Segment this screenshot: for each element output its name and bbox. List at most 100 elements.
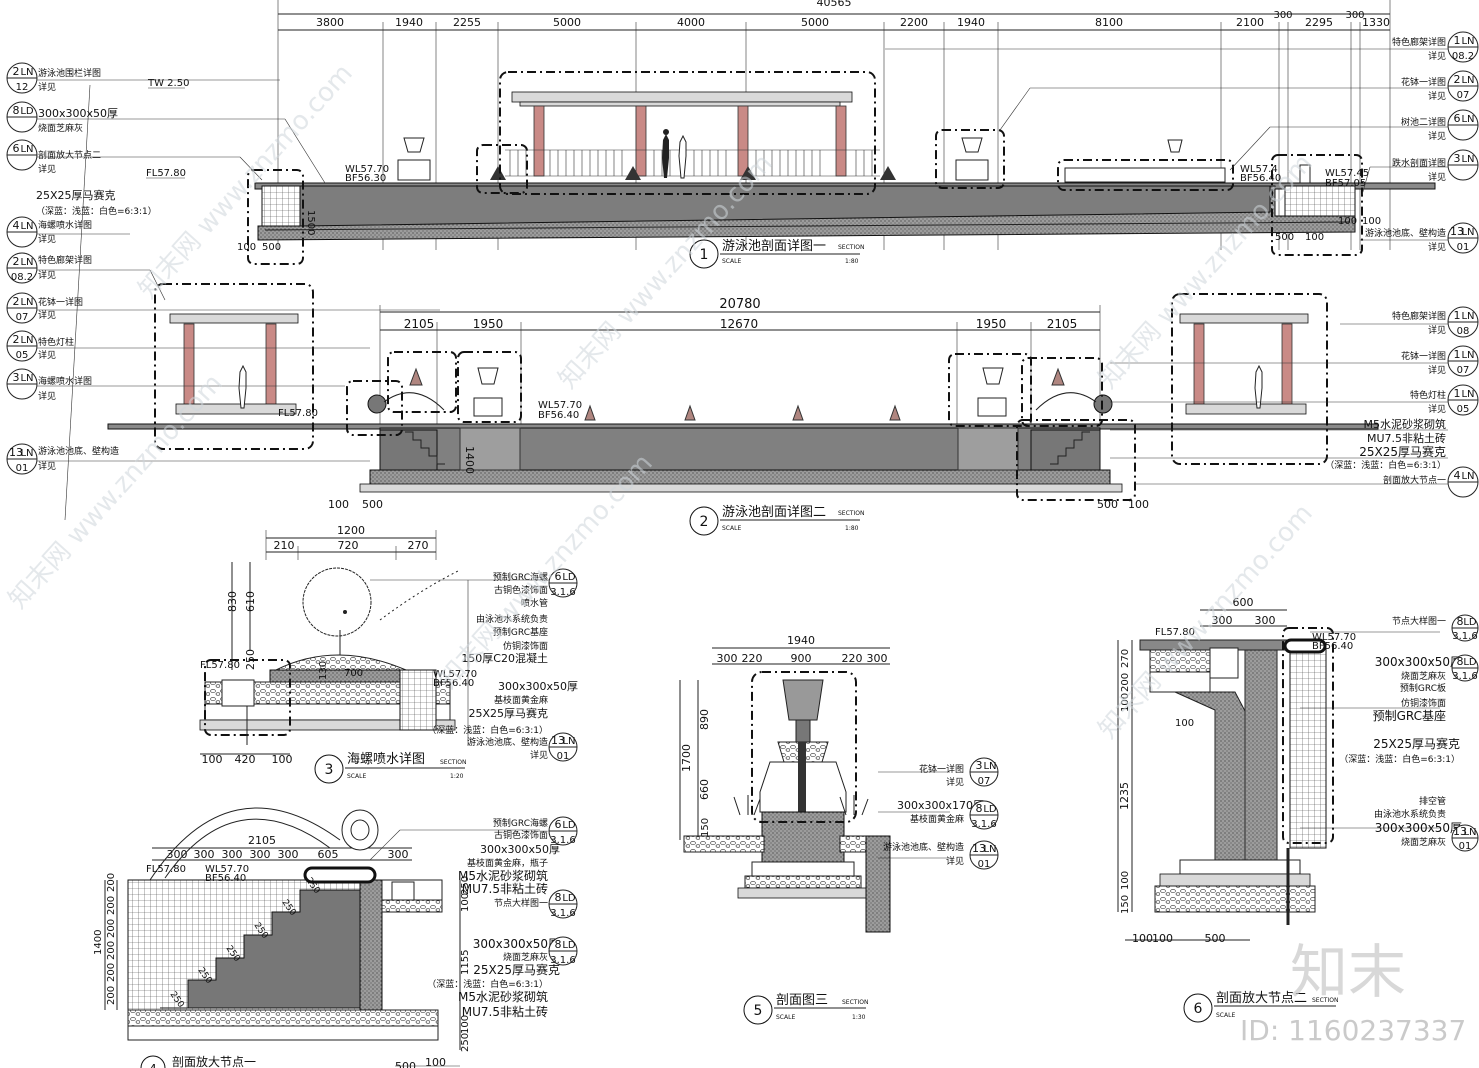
svg-text:烧面芝麻灰: 烧面芝麻灰: [1401, 836, 1446, 848]
top-dim-seg: 4000: [677, 16, 705, 29]
svg-text:特色廊架详图: 特色廊架详图: [1392, 36, 1446, 48]
svg-text:仿铜漆饰面: 仿铜漆饰面: [503, 640, 548, 652]
svg-text:1: 1: [1454, 309, 1461, 322]
section-1-title-text: 游泳池剖面详图一: [722, 239, 826, 254]
left-callouts: 2 LN 12 游泳池围栏详图 详见 8 LD 300x300x50厚 烧面芝麻…: [6, 62, 440, 521]
svg-text:LD: LD: [562, 893, 576, 904]
svg-text:300: 300: [1255, 614, 1276, 627]
top-dim-seg: 300: [1273, 10, 1292, 21]
svg-text:SCALE: SCALE: [722, 258, 741, 265]
watermark-id: ID: 1160237337: [1240, 1014, 1466, 1047]
svg-text:01: 01: [16, 463, 29, 474]
elev-wl-r: WL57.4: [1240, 164, 1278, 175]
watermark-logo: 知末: [1290, 938, 1406, 1006]
svg-text:LN: LN: [1461, 36, 1474, 47]
svg-text:100: 100: [1152, 932, 1173, 945]
svg-text:节点大样图一: 节点大样图一: [494, 897, 548, 909]
svg-text:500: 500: [362, 498, 383, 511]
svg-text:LN: LN: [1461, 154, 1474, 165]
svg-text:100: 100: [460, 1015, 471, 1034]
svg-text:220: 220: [742, 652, 763, 665]
top-dim-seg: 2100: [1236, 16, 1264, 29]
svg-text:详见: 详见: [38, 269, 56, 281]
svg-text:预制GRC基座: 预制GRC基座: [493, 626, 548, 638]
top-dim-seg: 3800: [316, 16, 344, 29]
svg-text:花钵一详图: 花钵一详图: [1401, 350, 1446, 362]
svg-text:详见: 详见: [1428, 90, 1446, 102]
detail-6-title-text: 剖面放大节点二: [1216, 991, 1307, 1006]
svg-text:08.2: 08.2: [1452, 51, 1474, 62]
svg-text:SECTION: SECTION: [1312, 997, 1338, 1004]
svg-text:2: 2: [13, 65, 20, 78]
svg-text:（深蓝：浅蓝：白色=6:3:1）: （深蓝：浅蓝：白色=6:3:1）: [427, 724, 548, 736]
svg-text:3.1.6: 3.1.6: [550, 835, 575, 846]
svg-text:LN: LN: [1463, 827, 1476, 838]
svg-text:25X25厚马赛克: 25X25厚马赛克: [36, 188, 116, 202]
svg-text:知末网 www.znzmo.com: 知末网 www.znzmo.com: [1093, 498, 1319, 744]
svg-text:3.1.6: 3.1.6: [550, 908, 575, 919]
svg-text:8: 8: [1457, 655, 1464, 668]
svg-text:仿铜漆饰面: 仿铜漆饰面: [1401, 697, 1446, 709]
svg-text:（深蓝：浅蓝：白色=6:3:1）: （深蓝：浅蓝：白色=6:3:1）: [36, 205, 157, 217]
svg-text:BF56.40: BF56.40: [1312, 641, 1353, 652]
detail-6-drawing: 600 300 300 FL57.80 WL57.70 BF56.40 270 …: [1117, 596, 1479, 1023]
svg-text:LN: LN: [20, 297, 33, 308]
svg-text:LN: LN: [1461, 389, 1474, 400]
elev-tw: TW 2.50: [147, 78, 189, 89]
svg-text:由泳池水系统负责: 由泳池水系统负责: [476, 613, 548, 625]
svg-text:200: 200: [106, 896, 117, 915]
svg-text:SECTION: SECTION: [838, 244, 864, 251]
svg-text:01: 01: [557, 751, 570, 762]
svg-text:详见: 详见: [38, 390, 56, 402]
svg-text:2105: 2105: [248, 834, 276, 847]
svg-text:270: 270: [1120, 649, 1131, 668]
svg-text:1155: 1155: [460, 950, 471, 975]
svg-text:SCALE: SCALE: [1216, 1012, 1235, 1019]
svg-text:05: 05: [1457, 404, 1470, 415]
svg-text:基枝面黄金麻，瓶子: 基枝面黄金麻，瓶子: [467, 857, 548, 869]
svg-text:6: 6: [1194, 1001, 1203, 1017]
svg-text:13: 13: [9, 446, 23, 459]
svg-text:4: 4: [149, 1062, 157, 1068]
section-2-drawing: 20780 2105 1950 12670 1950 2105: [107, 283, 1379, 536]
svg-text:古铜色漆饰面: 古铜色漆饰面: [494, 829, 548, 841]
svg-text:300x300x170厚: 300x300x170厚: [897, 799, 984, 812]
svg-text:300: 300: [278, 848, 299, 861]
svg-text:LN: LN: [20, 257, 33, 268]
svg-text:07: 07: [16, 312, 29, 323]
svg-text:预制GRC板: 预制GRC板: [1400, 682, 1446, 694]
svg-text:1:80: 1:80: [845, 258, 859, 265]
svg-text:1: 1: [1454, 387, 1461, 400]
svg-text:3: 3: [13, 371, 20, 384]
elev-wl: WL57.70: [345, 164, 389, 175]
svg-text:3.1.6: 3.1.6: [550, 587, 575, 598]
svg-text:200: 200: [106, 919, 117, 938]
svg-text:基枝面黄金麻: 基枝面黄金麻: [494, 694, 548, 706]
svg-text:排空管: 排空管: [1419, 795, 1446, 807]
svg-text:LN: LN: [20, 448, 33, 459]
svg-text:300: 300: [194, 848, 215, 861]
svg-text:100: 100: [1120, 693, 1131, 712]
svg-text:BF56.40: BF56.40: [205, 873, 246, 884]
svg-text:花钵一详图: 花钵一详图: [1401, 76, 1446, 88]
detail-5-drawing: 1940 300 220 900 220 300 1700 890 660 15…: [679, 634, 999, 1025]
svg-text:2105: 2105: [1047, 317, 1078, 331]
svg-text:3: 3: [325, 762, 334, 778]
svg-text:SCALE: SCALE: [722, 525, 741, 532]
sec2-total: 20780: [719, 297, 760, 312]
svg-text:830: 830: [226, 591, 239, 612]
svg-text:3.1.6: 3.1.6: [550, 955, 575, 966]
svg-text:烧面芝麻灰: 烧面芝麻灰: [1401, 670, 1446, 682]
svg-text:详见: 详见: [1428, 130, 1446, 142]
svg-text:LN: LN: [20, 67, 33, 78]
svg-text:13: 13: [1450, 225, 1464, 238]
dim-depth: 1500: [305, 210, 316, 235]
top-dim-seg: 1940: [957, 16, 985, 29]
svg-text:6: 6: [555, 818, 562, 831]
svg-text:8: 8: [13, 104, 20, 117]
svg-text:详见: 详见: [38, 460, 56, 472]
svg-text:500: 500: [395, 1060, 416, 1068]
svg-text:3.1.6: 3.1.6: [971, 819, 996, 830]
svg-text:3: 3: [976, 759, 983, 772]
svg-text:200: 200: [1120, 673, 1131, 692]
